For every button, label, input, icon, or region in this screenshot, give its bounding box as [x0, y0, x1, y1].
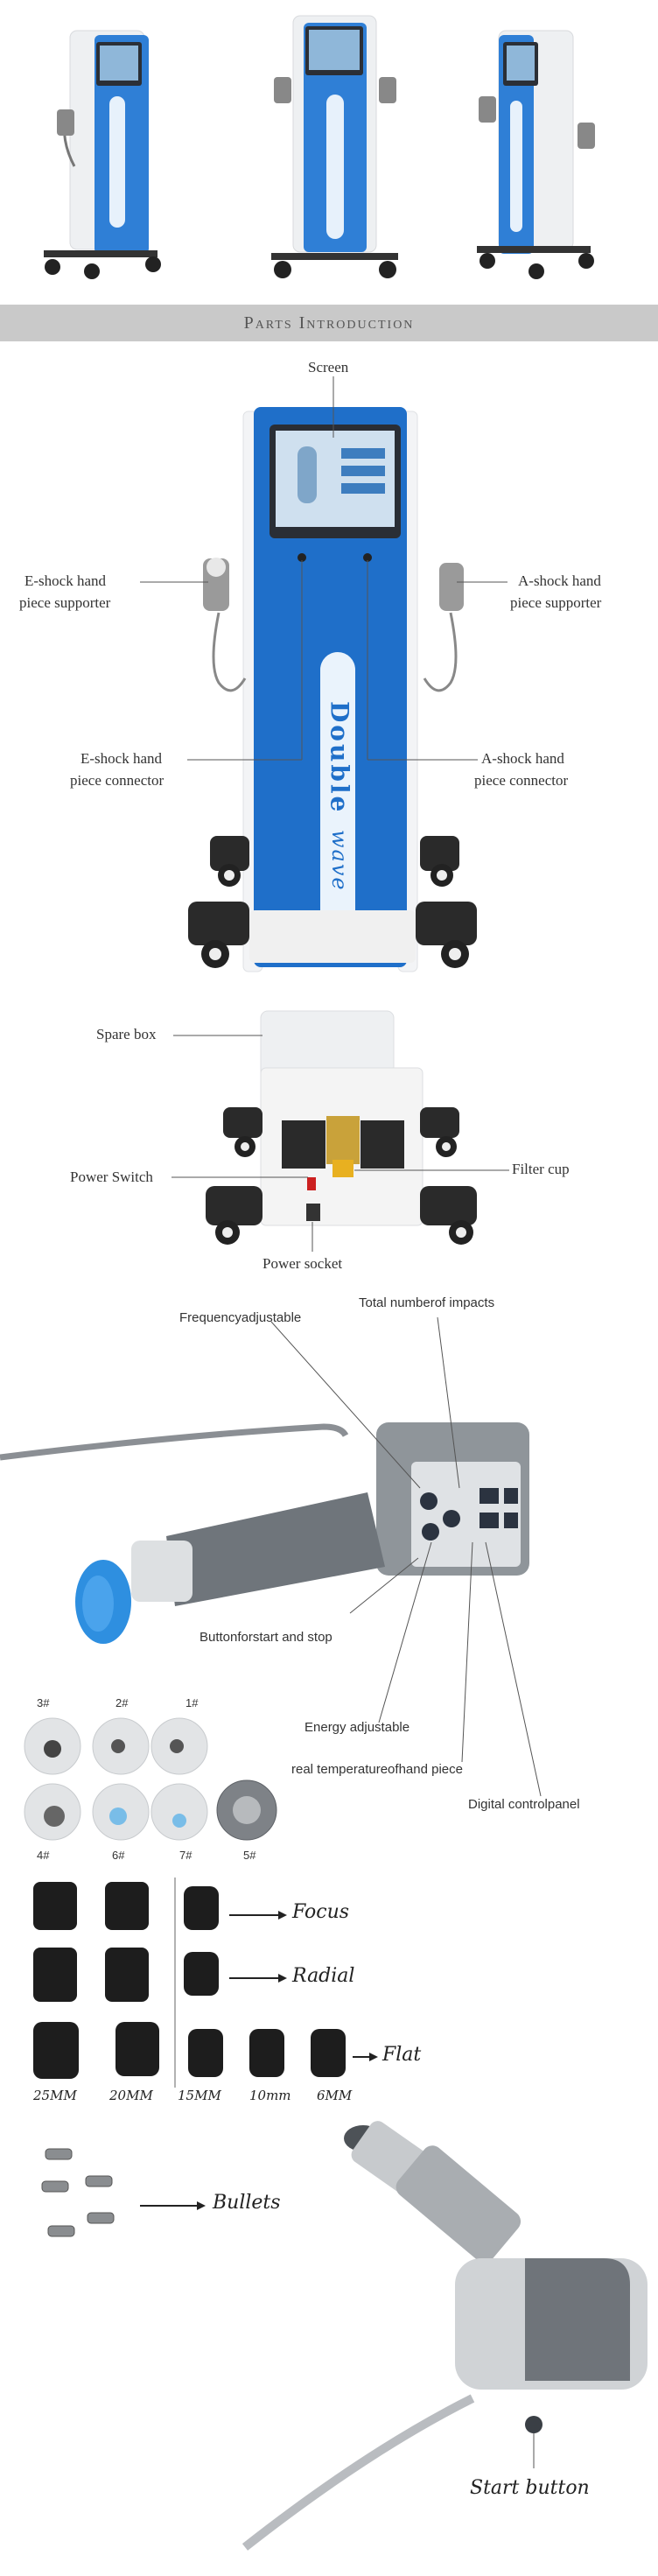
start-button-label: Start button [470, 2477, 590, 2499]
power-socket-label: Power socket [262, 1255, 343, 1272]
bullets-label: Bullets [213, 2192, 281, 2214]
size-20mm: 20MM [109, 2088, 153, 2103]
frequency-label: Frequencyadjustable [179, 1310, 302, 1325]
filter-cup-label: Filter cup [512, 1161, 570, 1177]
head-label-1: 1# [186, 1696, 199, 1709]
a-supporter-label-line2: piece supporter [510, 594, 602, 611]
e-supporter-label-line2: piece supporter [19, 594, 111, 611]
section-banner: Parts Introduction [0, 305, 658, 341]
size-10mm: 10mm [249, 2088, 291, 2103]
size-15mm: 15MM [178, 2088, 221, 2103]
temperature-label: real temperatureofhand piece [291, 1762, 463, 1777]
flat-label: Flat [382, 2044, 422, 2066]
brand-logo: Double wave [313, 700, 366, 893]
brand-text-double: Double [325, 701, 354, 815]
focus-label: Focus [292, 1901, 350, 1923]
head-label-2: 2# [116, 1696, 129, 1709]
e-connector-label-line2: piece connector [70, 772, 164, 789]
head-label-7: 7# [179, 1849, 192, 1862]
start-stop-label: Buttonforstart and stop [200, 1630, 332, 1645]
a-connector-label-line1: A-shock hand [481, 750, 564, 767]
size-25mm: 25MM [33, 2088, 77, 2103]
power-switch-label: Power Switch [70, 1169, 153, 1185]
e-supporter-label-line1: E-shock hand [24, 572, 107, 589]
size-6mm: 6MM [317, 2088, 353, 2103]
control-panel-label: Digital controlpanel [468, 1797, 580, 1812]
head-label-6: 6# [112, 1849, 125, 1862]
e-connector-label-line1: E-shock hand [80, 750, 163, 767]
machine-views-image [44, 15, 595, 279]
head-label-3: 3# [37, 1696, 50, 1709]
energy-label: Energy adjustable [304, 1720, 410, 1735]
spare-box-label: Spare box [96, 1026, 157, 1042]
brand-text-wave: wave [327, 830, 352, 892]
head-label-5: 5# [243, 1849, 256, 1862]
banner-title: Parts Introduction [243, 312, 415, 333]
total-impacts-label: Total numberof impacts [359, 1295, 495, 1310]
a-supporter-label-line1: A-shock hand [518, 572, 601, 589]
head-label-4: 4# [37, 1849, 50, 1862]
radial-label: Radial [292, 1965, 355, 1987]
a-connector-label-line2: piece connector [474, 772, 569, 789]
screen-label: Screen [308, 359, 349, 376]
